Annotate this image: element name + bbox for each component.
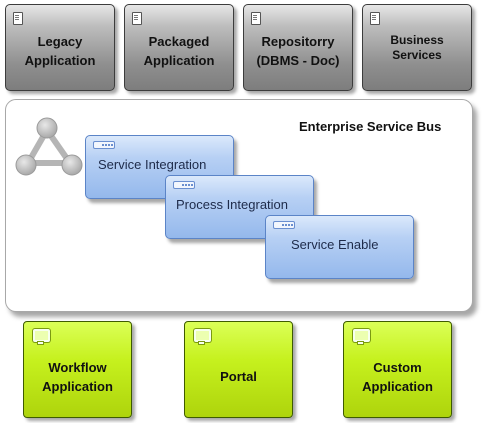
- document-icon: [251, 12, 261, 25]
- workflow-application-label: Workflow Application: [42, 359, 113, 394]
- component-icon: [93, 141, 115, 149]
- document-icon: [370, 12, 380, 25]
- custom-application-label: Custom Application: [362, 359, 433, 394]
- portal-box: Portal: [184, 321, 293, 418]
- legacy-application-box: Legacy Application: [5, 4, 115, 91]
- portal-label: Portal: [220, 369, 257, 384]
- repository-label: Repositorry (DBMS - Doc): [256, 33, 340, 68]
- component-icon: [173, 181, 195, 189]
- monitor-icon: [194, 329, 211, 344]
- service-integration-label: Service Integration: [98, 157, 207, 172]
- packaged-application-label: Packaged Application: [143, 33, 215, 68]
- service-enable-label: Service Enable: [291, 237, 379, 252]
- monitor-icon: [33, 329, 50, 344]
- business-services-box: Business Services: [362, 4, 472, 91]
- custom-application-box: Custom Application: [343, 321, 452, 418]
- process-integration-label: Process Integration: [176, 197, 289, 212]
- packaged-application-box: Packaged Application: [124, 4, 234, 91]
- repository-box: Repositorry (DBMS - Doc): [243, 4, 353, 91]
- document-icon: [132, 12, 142, 25]
- service-enable-box: Service Enable: [265, 215, 414, 279]
- esb-title: Enterprise Service Bus: [299, 119, 442, 134]
- business-services-label: Business Services: [390, 32, 444, 62]
- legacy-application-label: Legacy Application: [24, 33, 96, 68]
- network-hub-icon: [15, 117, 83, 176]
- component-icon: [273, 221, 295, 229]
- workflow-application-box: Workflow Application: [23, 321, 132, 418]
- document-icon: [13, 12, 23, 25]
- monitor-icon: [353, 329, 370, 344]
